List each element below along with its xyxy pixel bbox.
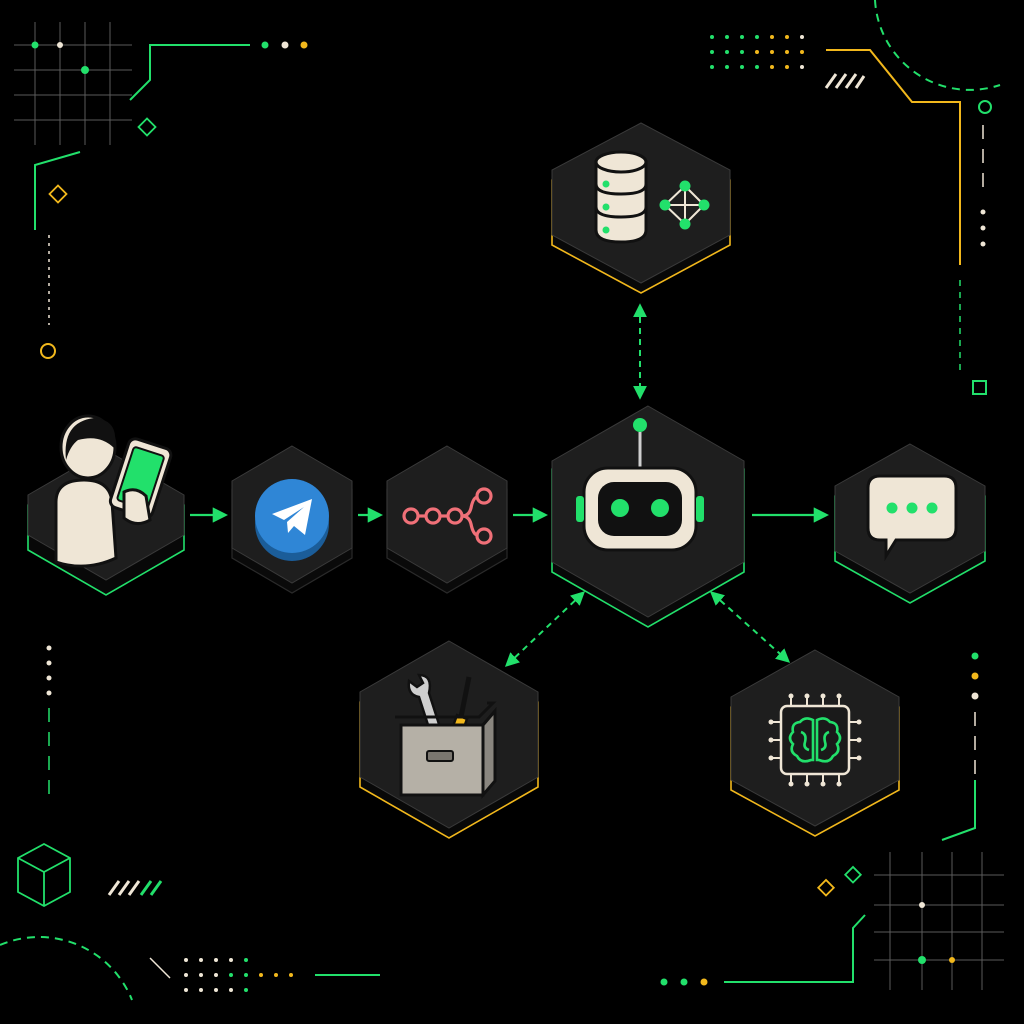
grid-dot bbox=[57, 42, 63, 48]
arc-shape bbox=[874, 0, 1001, 91]
decorations bbox=[0, 0, 1004, 1001]
diamond-shape bbox=[843, 865, 863, 884]
ring-shape bbox=[40, 343, 56, 359]
dot bbox=[46, 675, 52, 681]
node-user[interactable] bbox=[27, 414, 185, 596]
node-tools[interactable] bbox=[359, 640, 539, 839]
dot bbox=[700, 978, 708, 986]
database-network-icon bbox=[594, 150, 710, 244]
grid-dot bbox=[31, 41, 39, 49]
grid-dot bbox=[918, 956, 926, 964]
circuit-line bbox=[129, 44, 250, 101]
node-chat-reply[interactable] bbox=[834, 443, 986, 604]
connectors bbox=[190, 303, 830, 667]
circuit-line bbox=[826, 49, 961, 265]
grid-dot bbox=[81, 66, 89, 74]
dot-matrix-top-right bbox=[710, 35, 804, 69]
dot bbox=[46, 690, 52, 696]
grid-top-left bbox=[14, 22, 132, 145]
dot bbox=[300, 41, 308, 49]
dot bbox=[46, 660, 52, 666]
dot bbox=[980, 225, 986, 231]
grid-dot bbox=[949, 957, 955, 963]
ring-shape bbox=[978, 100, 992, 114]
diamond-shape bbox=[137, 117, 157, 137]
node-workflow[interactable] bbox=[386, 445, 508, 594]
telegram-icon bbox=[255, 479, 329, 561]
workflow-nodes-icon bbox=[402, 487, 493, 545]
dot bbox=[971, 652, 979, 660]
slash-marks bbox=[107, 880, 163, 896]
dot-matrix-bottom-left bbox=[184, 958, 293, 992]
circuit-line bbox=[941, 780, 976, 841]
dot bbox=[971, 672, 979, 680]
dot bbox=[261, 41, 269, 49]
dot bbox=[46, 645, 52, 651]
brain-chip-icon bbox=[768, 693, 862, 787]
cube-shape bbox=[17, 842, 71, 908]
grid-dot bbox=[919, 902, 925, 908]
slash-marks bbox=[824, 73, 866, 89]
line bbox=[149, 957, 171, 979]
grid-bottom-right bbox=[874, 852, 1004, 990]
node-database[interactable] bbox=[551, 122, 731, 294]
dot bbox=[281, 41, 289, 49]
arrow-agent-tools bbox=[504, 591, 586, 667]
toolbox-icon bbox=[395, 673, 497, 800]
dot bbox=[660, 978, 668, 986]
dot bbox=[980, 241, 986, 247]
dot bbox=[971, 692, 979, 700]
diamond-shape bbox=[48, 184, 68, 204]
circuit-line bbox=[724, 914, 866, 983]
chat-bubble-icon bbox=[866, 474, 958, 562]
dot bbox=[680, 978, 688, 986]
node-telegram[interactable] bbox=[231, 445, 353, 594]
square-shape bbox=[972, 380, 987, 395]
circuit-line bbox=[34, 151, 81, 230]
arc-shape bbox=[0, 936, 133, 1001]
user-with-phone-icon bbox=[54, 414, 173, 568]
diamond-shape bbox=[816, 878, 836, 897]
dot bbox=[980, 209, 986, 215]
arrow-agent-llm bbox=[709, 591, 791, 663]
robot-icon bbox=[576, 418, 704, 552]
node-ai-agent[interactable] bbox=[551, 405, 745, 628]
node-llm[interactable] bbox=[730, 649, 900, 837]
